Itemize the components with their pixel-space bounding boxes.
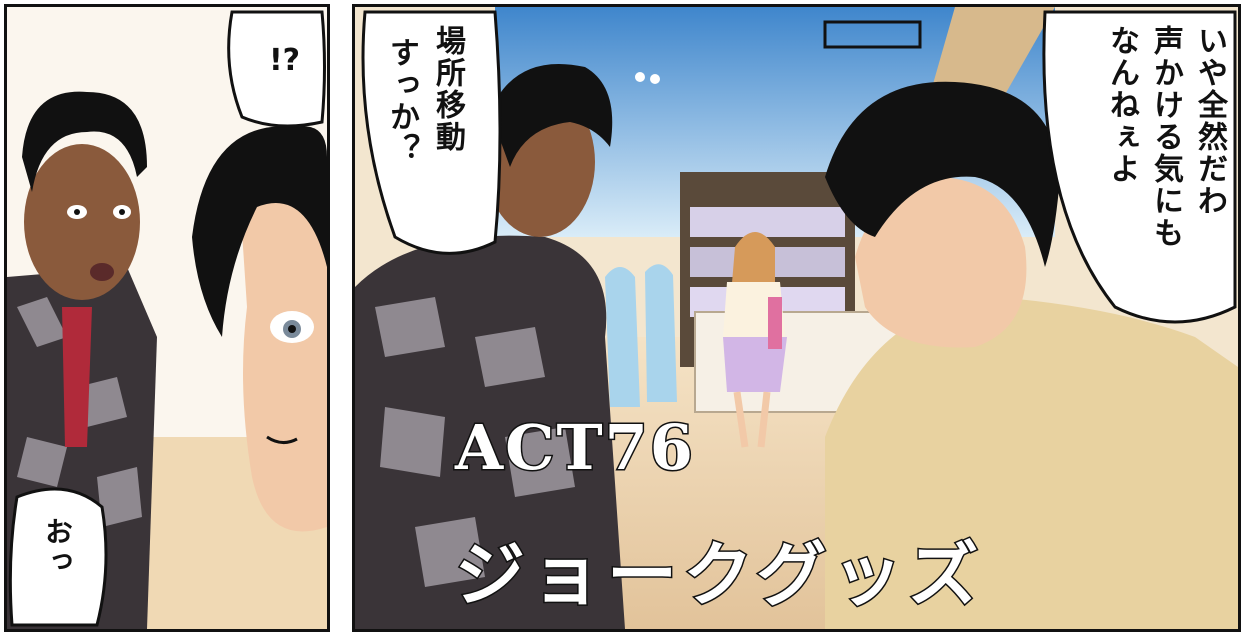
bubble-right-line2: 声かける気にも — [1148, 25, 1183, 249]
speech-bubble-top — [227, 10, 326, 128]
bubble-right-line1: いや全然だわ — [1192, 25, 1227, 217]
bubble-right-line3: なんねぇよ — [1104, 25, 1139, 185]
panel-right-art — [355, 7, 1238, 629]
character-light-man — [192, 126, 327, 532]
character-beige-jacket-man — [825, 81, 1238, 629]
panel-right: 場所移動 すっか？ いや全然だわ 声かける気にも なんねぇよ ACT76 ジョー… — [352, 4, 1241, 632]
speech-bubble-left — [361, 10, 502, 255]
speech-bubble-bottom — [8, 487, 108, 627]
character-woman-shopper — [723, 232, 787, 448]
bubble-left-line1: 場所移動 — [430, 25, 465, 153]
bubble-text-exclaim: !? — [269, 43, 301, 78]
chapter-number: ACT76 — [454, 410, 695, 486]
character-camo-man — [355, 64, 625, 629]
speech-bubble-right — [1042, 10, 1237, 324]
bubble-text-o: おっ — [41, 517, 74, 577]
bubble-left-line2: すっか？ — [384, 37, 419, 165]
panel-left: !? おっ — [4, 4, 330, 632]
chapter-title: ジョークグッズ — [453, 533, 985, 618]
panel-left-art — [7, 7, 327, 629]
